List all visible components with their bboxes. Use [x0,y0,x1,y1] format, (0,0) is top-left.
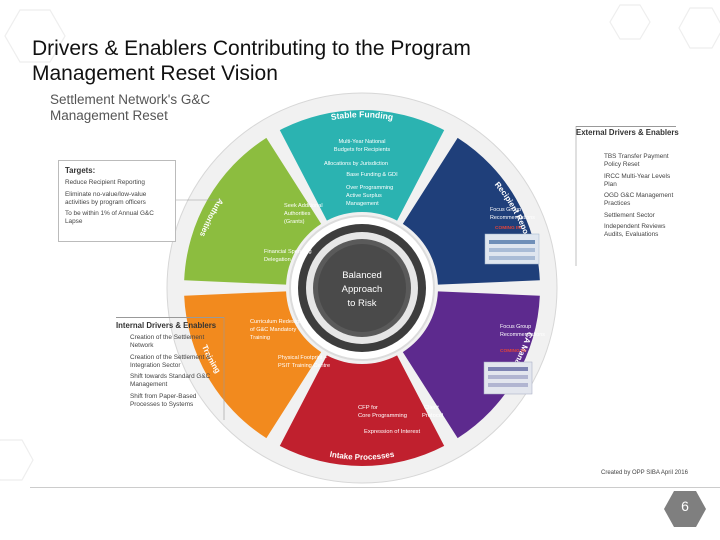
slide-title: Drivers & Enablers Contributing to the P… [32,36,471,86]
internal-heading: Internal Drivers & Enablers [116,321,217,330]
authorities-line1: Seek Additional [284,203,323,209]
authorities-line2: Authorities [284,211,311,217]
stable-funding-extra5: Management [346,201,379,207]
training-extra1: Physical Footprint – [278,355,328,361]
training-line3: Training [250,335,270,341]
recipient-reporting-content: Focus Group Recommendations COMING IN [484,207,540,265]
stable-funding-extra1: Allocations by Jurisdiction [324,161,388,167]
authorities-line3: (Grants) [284,219,305,225]
recipient-reporting-line2: Recommendations [490,215,535,221]
recipient-reporting-tag: COMING IN [495,225,521,231]
stable-funding-line2: Budgets for Recipients [334,147,390,153]
internal-item: Shift from Paper-Based Processes to Syst… [130,392,197,408]
footer-divider [30,487,720,488]
stable-funding-line1: Multi-Year National [338,139,385,145]
target-item: Reduce Recipient Reporting [65,179,145,186]
figure-title: Settlement Network's G&C Management Rese… [50,92,210,124]
figure-credit: Created by OPP SIBA April 2016 [601,470,688,476]
segment-training [184,291,322,439]
intake-extra1: Client [424,405,439,411]
center-text-line1: Balanced [342,270,382,281]
reset-wheel-diagram: Balanced Approach to Risk Stable Funding… [166,92,577,484]
recipient-reporting-thumb-row [489,256,535,260]
figure-title-line1: Settlement Network's G&C [50,92,211,107]
external-heading: External Drivers & Enablers [576,128,679,137]
stable-funding-extra2: Base Funding & GDI [346,172,398,178]
training-extra2: PSIT Training Centre [278,363,330,369]
ca-management-tag: COMING IN [500,348,526,354]
intake-line1: CFP for [358,405,378,411]
external-item: IRCC Multi-Year Levels Plan [604,172,671,188]
segment-stable-funding [279,110,445,221]
stable-funding-content: Multi-Year National Budgets for Recipien… [324,139,398,207]
label-intake-processes: Intake Processes [329,450,395,462]
intake-line2: Core Programming [358,413,407,419]
internal-divider [116,317,224,318]
internal-drivers-panel: Internal Drivers & Enablers Creation of … [116,321,224,412]
stable-funding-extra3: Over Programming [346,185,393,191]
ca-management-thumb-row [488,367,528,371]
ca-management-thumb-row [488,375,528,379]
slide-title-line1: Drivers & Enablers Contributing to the P… [32,37,471,60]
external-item: TBS Transfer Payment Policy Reset [604,153,669,168]
intake-line3: Expression of Interest [364,429,420,435]
segment-authorities [184,137,322,285]
page-number-hexagon [664,491,706,527]
training-line2: of G&C Mandatory [250,327,297,333]
intake-processes-content: CFP for Core Programming Expression of I… [358,405,443,435]
page-number: 6 [681,498,689,514]
reset-diagram-figure: Settlement Network's G&C Management Rese… [44,90,692,492]
internal-item: Shift towards Standard G&C Management [130,373,211,388]
label-stable-funding: Stable Funding [330,109,394,122]
authorities-extra1: Financial Spending [264,249,312,255]
ca-management-content: Focus Group Recommendations COMING IN [483,324,545,395]
internal-item: Creation of the Settlement Network [130,334,205,349]
targets-panel: Targets: Reduce Recipient Reporting Elim… [58,160,176,242]
external-item: Independent Reviews Audits, Evaluations [604,223,666,238]
external-item: OGD G&C Management Practices [604,192,674,207]
stable-funding-extra4: Active Surplus [346,193,382,199]
ca-management-line1: Focus Group [500,324,531,330]
center-hub [318,244,406,332]
recipient-reporting-thumb-row [489,248,535,252]
targets-heading: Targets: [65,166,96,175]
authorities-content: Seek Additional Authorities (Grants) Fin… [264,203,323,263]
target-item: Eliminate no-value/low-value activities … [65,190,147,206]
internal-item: Creation of the Settlement & Integration… [130,353,211,369]
slide-title-line2: Management Reset Vision [32,62,278,85]
target-item: To be within 1% of Annual G&C Lapse [65,210,154,225]
external-drivers-panel: External Drivers & Enablers TBS Transfer… [576,128,680,243]
center-text-line2: Approach [342,284,383,295]
ca-management-line2: Recommendations [500,332,545,338]
center-text-line3: to Risk [347,298,376,309]
segment-intake-processes [279,355,445,467]
intake-extra2: Protocol [422,413,443,419]
figure-title-line2: Management Reset [50,108,168,123]
training-line1: Curriculum Redesign [250,319,302,325]
ca-management-thumb-row [488,383,528,387]
recipient-reporting-line1: Focus Group [490,207,521,213]
external-divider [576,126,676,127]
authorities-extra2: Delegation [264,257,291,263]
training-content: Curriculum Redesign of G&C Mandatory Tra… [250,319,330,369]
external-item: Settlement Sector [604,211,655,219]
recipient-reporting-thumb-row [489,240,535,244]
segment-ca-management [402,291,540,439]
